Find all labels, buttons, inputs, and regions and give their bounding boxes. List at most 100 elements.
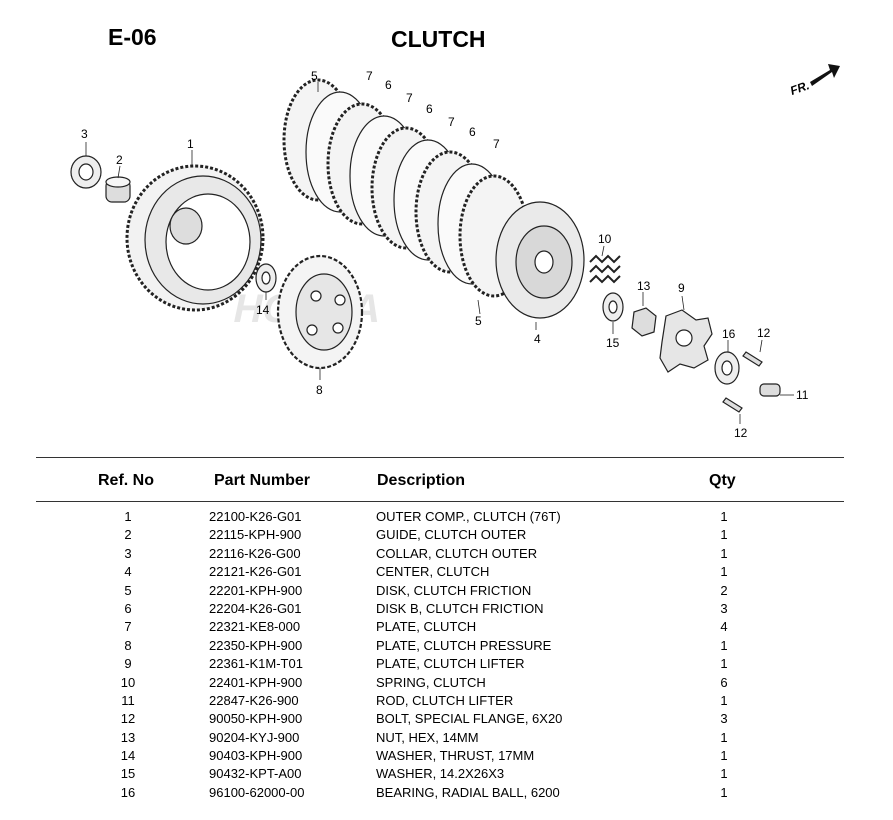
clutch-center-part bbox=[495, 201, 585, 319]
callout-label: 11 bbox=[796, 388, 809, 402]
description-cell: OUTER COMP., CLUTCH (76T) bbox=[376, 509, 561, 524]
description-cell: PLATE, CLUTCH PRESSURE bbox=[376, 637, 552, 653]
qty-cell: 1 bbox=[720, 748, 728, 764]
description-cell: ROD, CLUTCH LIFTER bbox=[376, 692, 514, 708]
lifter-plate-part bbox=[659, 309, 713, 373]
qty-cell: 4 bbox=[720, 619, 728, 635]
part-number-cell: 22116-K26-G00 bbox=[209, 545, 301, 561]
qty-cell: 1 bbox=[720, 729, 728, 745]
ref-no-cell: 9 bbox=[124, 656, 132, 672]
ref-no-cell: 13 bbox=[120, 729, 136, 745]
callout-label: 6 bbox=[385, 78, 392, 92]
table-top-rule bbox=[36, 457, 844, 458]
description-cell: PLATE, CLUTCH LIFTER bbox=[376, 656, 525, 672]
ref-no-cell: 6 bbox=[124, 600, 132, 616]
ref-no-cell: 10 bbox=[120, 674, 136, 690]
ref-no-cell: 5 bbox=[124, 582, 132, 598]
clutch-outer-part bbox=[125, 164, 265, 312]
qty-cell: 1 bbox=[720, 784, 728, 800]
outer-guide-part bbox=[105, 176, 131, 203]
part-number-cell: 90432-KPT-A00 bbox=[209, 766, 302, 782]
callout-label: 5 bbox=[311, 69, 318, 83]
table-row: 5 22201-KPH-900 DISK, CLUTCH FRICTION 2 bbox=[0, 582, 893, 600]
front-label: FR. bbox=[788, 78, 811, 98]
callout-label: 12 bbox=[734, 426, 748, 440]
clutch-spring-part bbox=[589, 254, 621, 284]
callout-label: 2 bbox=[116, 153, 123, 167]
callout-label: 12 bbox=[757, 326, 771, 340]
table-row: 11 22847-K26-900 ROD, CLUTCH LIFTER 1 bbox=[0, 692, 893, 710]
part-number-cell: 22100-K26-G01 bbox=[209, 509, 302, 524]
callout-label: 9 bbox=[678, 281, 685, 295]
table-header-rule bbox=[36, 501, 844, 502]
description-cell: DISK B, CLUTCH FRICTION bbox=[376, 600, 544, 616]
part-number-cell: 22121-K26-G01 bbox=[209, 564, 302, 580]
part-number-cell: 90050-KPH-900 bbox=[209, 711, 303, 727]
callout-label: 6 bbox=[426, 102, 433, 116]
qty-cell: 2 bbox=[720, 582, 728, 598]
qty-cell: 1 bbox=[720, 692, 728, 708]
description-cell: GUIDE, CLUTCH OUTER bbox=[376, 527, 527, 543]
callout-label: 1 bbox=[187, 137, 194, 151]
part-number-cell: 22201-KPH-900 bbox=[209, 582, 303, 598]
callout-label: 16 bbox=[722, 327, 736, 341]
part-number-cell: 22847-K26-900 bbox=[209, 692, 299, 708]
part-number-cell: 96100-62000-00 bbox=[209, 784, 305, 800]
description-cell: BEARING, RADIAL BALL, 6200 bbox=[376, 784, 560, 800]
header-qty: Qty bbox=[709, 472, 736, 489]
ref-no-cell: 4 bbox=[124, 564, 132, 580]
header-description: Description bbox=[377, 472, 466, 489]
ref-no-cell: 2 bbox=[124, 527, 132, 543]
ref-no-cell: 3 bbox=[124, 545, 132, 561]
description-cell: BOLT, SPECIAL FLANGE, 6X20 bbox=[376, 711, 563, 727]
qty-cell: 1 bbox=[720, 637, 728, 653]
callout-label: 7 bbox=[493, 137, 500, 151]
qty-cell: 1 bbox=[720, 564, 728, 580]
thrust-washer-part bbox=[255, 263, 277, 293]
exploded-parts-diagram: HONDA bbox=[70, 64, 840, 440]
ref-no-cell: 11 bbox=[121, 692, 135, 708]
callout-label: 7 bbox=[366, 69, 373, 83]
washer-part bbox=[602, 292, 624, 322]
part-number-cell: 22350-KPH-900 bbox=[209, 637, 303, 653]
description-cell: PLATE, CLUTCH bbox=[376, 619, 477, 635]
outer-collar-part bbox=[70, 155, 102, 189]
part-number-cell: 22361-K1M-T01 bbox=[209, 656, 303, 672]
qty-cell: 1 bbox=[720, 766, 728, 782]
table-row: 1 22100-K26-G01 OUTER COMP., CLUTCH (76T) 1 bbox=[0, 508, 893, 526]
description-cell: DISK, CLUTCH FRICTION bbox=[376, 582, 532, 598]
ref-no-cell: 1 bbox=[124, 509, 132, 524]
flange-bolt-part bbox=[722, 351, 763, 413]
part-number-cell: 22115-KPH-900 bbox=[209, 527, 302, 543]
description-cell: SPRING, CLUTCH bbox=[376, 674, 486, 690]
callout-label: 7 bbox=[448, 115, 455, 129]
ref-no-cell: 12 bbox=[120, 711, 136, 727]
qty-cell: 1 bbox=[720, 509, 728, 524]
diagram-code: E-06 bbox=[108, 24, 157, 50]
table-row: 12 90050-KPH-900 BOLT, SPECIAL FLANGE, 6X2… bbox=[0, 710, 893, 728]
description-cell: COLLAR, CLUTCH OUTER bbox=[376, 545, 538, 561]
part-number-cell: 90204-KYJ-900 bbox=[209, 729, 300, 745]
callout-label: 3 bbox=[81, 127, 88, 141]
ref-no-cell: 16 bbox=[120, 784, 136, 800]
callout-label: 6 bbox=[469, 125, 476, 139]
part-number-cell: 22204-K26-G01 bbox=[209, 600, 302, 616]
part-number-cell: 90403-KPH-900 bbox=[209, 748, 303, 764]
hex-nut-part bbox=[631, 307, 657, 337]
description-cell: WASHER, 14.2X26X3 bbox=[376, 766, 505, 782]
qty-cell: 1 bbox=[720, 527, 728, 543]
page-title: CLUTCH bbox=[391, 26, 486, 52]
front-direction-arrow bbox=[810, 64, 840, 86]
callout-label: 14 bbox=[256, 303, 270, 317]
description-cell: CENTER, CLUTCH bbox=[376, 564, 490, 580]
table-row: 16 96100-62000-00 BEARING, RADIAL BALL, 62… bbox=[0, 784, 893, 802]
callout-label: 8 bbox=[316, 383, 323, 397]
part-number-cell: 22401-KPH-900 bbox=[209, 674, 303, 690]
callout-label: 10 bbox=[598, 232, 612, 246]
